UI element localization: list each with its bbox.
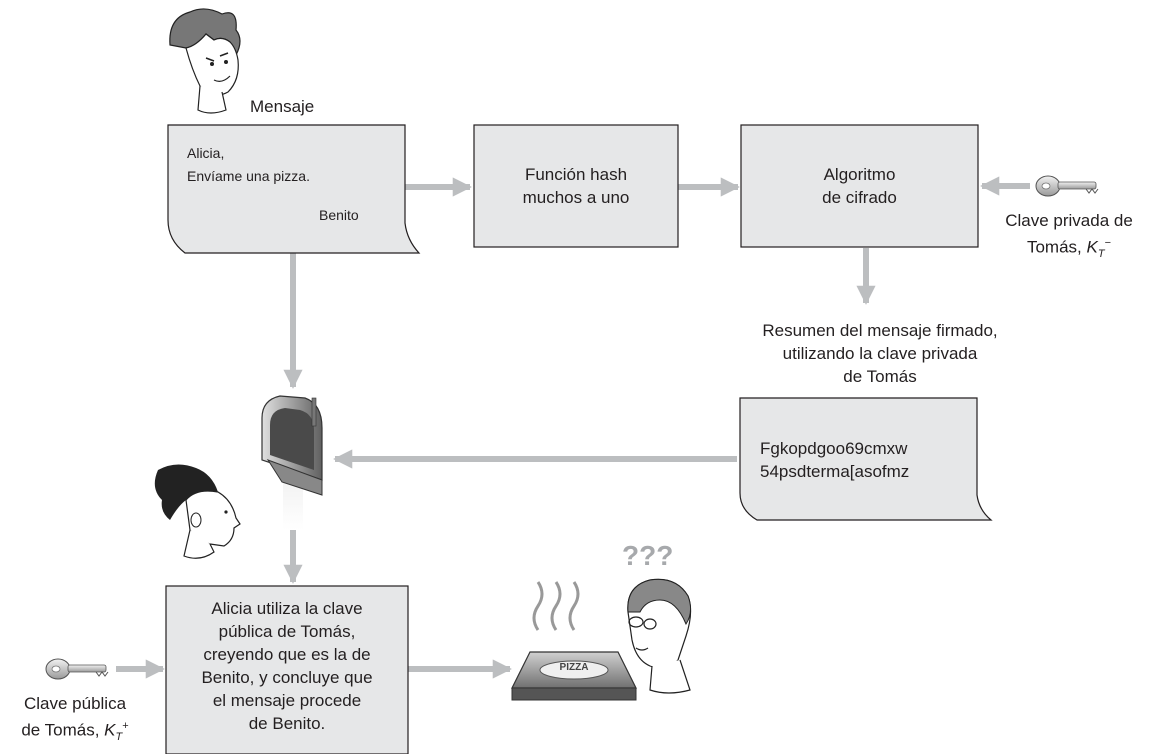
key-symbol: K [104,720,116,740]
hash-function-box [473,124,679,248]
alice-box-label: Alicia utiliza la clave pública de Tomás… [166,597,408,735]
public-key-label-line-1: Clave pública [23,694,127,713]
alice-box-line-5: el mensaje procede [212,691,362,710]
alice-conclusion-box [165,585,409,754]
alice-box-line-6: de Benito. [248,714,326,733]
digest-caption-line-2: utilizando la clave privada [782,344,978,363]
key-icon [1035,175,1099,197]
alice-box-line-3: creyendo que es la de [203,645,371,664]
private-key-label-line-1: Clave privada de [1005,211,1133,230]
encrypt-box-line-1: Algoritmo [823,165,896,184]
alice-character [154,464,241,559]
private-key-label-line-2: Tomás, KT− [984,232,1154,266]
public-key-owner: de Tomás, [21,720,100,740]
signed-digest-caption: Resumen del mensaje firmado, utilizando … [700,319,1060,388]
key-subscript: T [115,731,123,744]
digest-line-2: 54psdterma[asofmz [760,462,910,481]
mailbox-icon [261,395,323,530]
private-key-label: Clave privada de Tomás, KT− [984,209,1154,266]
key-subscript: T [1097,248,1105,261]
message-signature: Benito [319,207,359,223]
message-note [167,124,421,254]
encryption-algorithm-box [740,124,979,248]
digest-caption-line-3: de Tomás [843,367,917,386]
key-superscript: + [122,720,129,732]
hash-box-label: Función hash muchos a uno [474,163,678,209]
public-key-label-line-2: de Tomás, KT+ [0,715,150,749]
digest-line-1: Fgkopdgoo69cmxw [760,439,908,458]
trudy-character [169,8,241,114]
signed-digest-text: Fgkopdgoo69cmxw 54psdterma[asofmz [760,437,909,483]
key-icon [45,658,109,680]
bob-character [627,578,692,694]
alice-box-line-1: Alicia utiliza la clave [211,599,363,618]
message-line-1: Alicia, [187,145,225,161]
hash-box-line-1: Función hash [524,165,628,184]
message-line-2: Envíame una pizza. [187,168,310,184]
public-key-label: Clave pública de Tomás, KT+ [0,692,150,749]
signed-digest-note [739,397,993,521]
hash-box-line-2: muchos a uno [522,188,630,207]
encrypt-box-label: Algoritmo de cifrado [741,163,978,209]
pizza-box-icon [511,581,637,701]
alice-box-line-4: Benito, y concluye que [201,668,373,687]
pizza-label: PIZZA [559,662,589,673]
key-symbol: K [1086,237,1098,257]
message-title: Mensaje [250,97,315,116]
encrypt-box-line-2: de cifrado [822,188,897,207]
confused-question-marks: ??? [622,540,674,571]
digest-caption-line-1: Resumen del mensaje firmado, [762,321,998,340]
key-superscript: − [1104,237,1112,249]
private-key-owner: Tomás, [1026,237,1082,257]
alice-box-line-2: pública de Tomás, [218,622,356,641]
